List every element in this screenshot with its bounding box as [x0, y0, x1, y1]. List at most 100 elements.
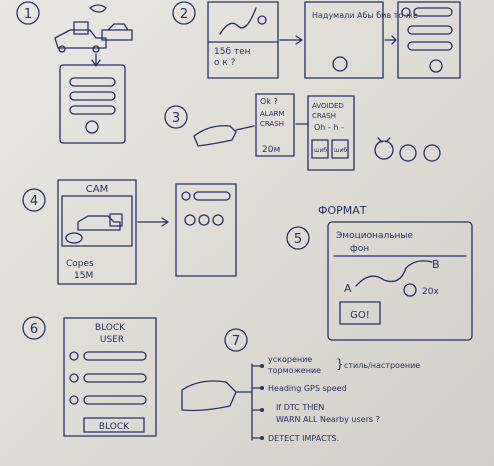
list-pill — [69, 77, 116, 87]
phone-screen — [397, 1, 461, 79]
happy-face-icon — [423, 144, 441, 162]
screen-text: Надумали Абы бив то же — [312, 11, 418, 20]
car-icon — [54, 29, 107, 49]
arrow-right-icon — [384, 35, 397, 45]
section-number: 6 — [30, 322, 38, 337]
section-number-circle — [22, 188, 46, 212]
screen-text: Oh - h - — [314, 123, 344, 132]
screen-text: 20м — [262, 145, 280, 155]
go-button[interactable] — [339, 301, 381, 325]
car-icon-2 — [101, 23, 133, 41]
list-pill — [83, 373, 147, 383]
section-number: 3 — [172, 111, 180, 126]
brace-mark: } — [336, 357, 344, 371]
sad-face-icon — [399, 144, 417, 162]
avatar-icon — [69, 395, 79, 405]
section-number-circle — [286, 226, 310, 250]
phone-screen-graph — [207, 1, 279, 79]
feature-text: стиль/настроение — [344, 361, 420, 370]
section-3: 3 Ok ? ALARM CRASH 20м AVOIDED CRASH Oh … — [164, 93, 441, 171]
screen-text: 15б тен — [214, 47, 251, 57]
point-a-label: A — [344, 282, 352, 295]
arrow-right-icon — [137, 217, 169, 227]
section-number-circle — [224, 328, 248, 352]
avatar-icon — [401, 7, 411, 17]
phone-screen — [175, 183, 237, 277]
avatar-icon — [69, 351, 79, 361]
route-graph — [219, 7, 257, 35]
section-1: 1 — [16, 1, 133, 144]
phone-screen — [307, 95, 355, 171]
section-number-circle — [16, 1, 40, 25]
section-number: 2 — [180, 7, 188, 22]
list-pill — [69, 91, 116, 101]
section-7: 7 ускорение торможение } стиль/настроени… — [181, 328, 420, 443]
bullet — [260, 386, 264, 390]
pin-icon — [332, 56, 348, 72]
screen-text: CRASH — [312, 112, 336, 120]
emotion-face-icon — [198, 214, 210, 226]
option-label: шиб — [314, 147, 327, 154]
screen-title: CAM — [86, 184, 108, 195]
avatar-icon — [69, 373, 79, 383]
feature-text: Heading GPS speed — [268, 384, 347, 393]
section-number: 1 — [24, 7, 32, 22]
feature-text: торможение — [268, 366, 321, 375]
screen-title: USER — [100, 335, 124, 345]
obd-device-icon — [193, 125, 237, 147]
phone-screen — [304, 1, 384, 79]
angry-face-icon — [374, 140, 394, 160]
emotion-face-icon — [184, 214, 196, 226]
speech-bubble-icon — [89, 4, 107, 13]
wheel-icon — [92, 45, 100, 53]
camera-view — [61, 195, 133, 247]
screen-text: Copes — [66, 259, 94, 269]
avatar-icon — [181, 191, 191, 201]
camera-icon — [65, 232, 83, 244]
screen-text: ALARM — [260, 110, 285, 118]
list-pill — [193, 191, 231, 201]
section-5: 5 ФОРМАТ Эмоциональные фон A B 20x GO! — [286, 204, 473, 341]
section-number-circle — [164, 105, 188, 129]
section-number: 7 — [232, 334, 240, 349]
feature-text: DETECT IMPACTS. — [268, 434, 339, 443]
happy-face-icon — [403, 283, 417, 297]
format-label: ФОРМАТ — [318, 204, 367, 217]
section-number: 4 — [30, 194, 38, 209]
screen-title: Эмоциональные — [336, 231, 414, 241]
route-end-marker — [257, 15, 267, 25]
list-pill — [413, 7, 453, 17]
block-button-label: BLOCK — [99, 422, 130, 432]
section-4: 4 CAM Copes 15M — [22, 179, 237, 285]
phone-screen-alarm — [255, 93, 295, 157]
focus-box — [109, 213, 123, 227]
option-label: шиб — [334, 147, 347, 154]
pin-icon — [85, 120, 99, 134]
section-6: 6 BLOCK USER BLOCK — [22, 316, 157, 437]
emotion-face-icon — [212, 214, 224, 226]
list-pill — [407, 41, 453, 51]
bullet — [260, 364, 264, 368]
arrow-right-icon — [279, 35, 303, 45]
list-pill — [69, 105, 116, 115]
connector-line — [235, 125, 255, 131]
section-number-circle — [22, 316, 46, 340]
section-number-circle — [172, 1, 196, 25]
car-in-view-icon — [77, 215, 121, 231]
screen-text: CRASH — [260, 120, 284, 128]
pin-icon — [429, 59, 443, 73]
option-box — [331, 139, 349, 159]
route-curve — [355, 260, 433, 287]
point-b-label: B — [432, 258, 440, 271]
phone-screen-wide — [327, 221, 473, 341]
list-pill — [83, 351, 147, 361]
phone-icon — [73, 21, 89, 35]
screen-title: BLOCK — [95, 323, 126, 333]
list-pill — [407, 25, 453, 35]
count-label: 20x — [422, 287, 439, 297]
phone-screen — [59, 64, 126, 144]
screen-text: Ok ? — [260, 97, 278, 106]
block-button[interactable] — [83, 417, 145, 433]
screen-text: AVOIDED — [312, 102, 344, 110]
